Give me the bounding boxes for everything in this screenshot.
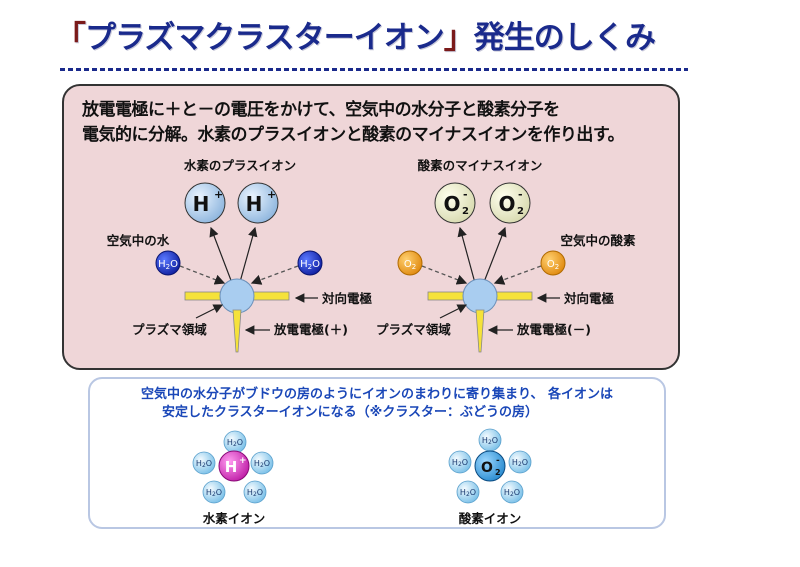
oxygen-ion-2: O 2 - — [489, 182, 531, 224]
svg-text:H2O: H2O — [460, 488, 476, 498]
svg-text:O: O — [443, 192, 460, 216]
discharge-electrode-label-left: 放電電極(＋) — [273, 322, 348, 337]
oxygen-ion-label: 酸素イオン — [459, 511, 522, 526]
counter-electrode-right-2 — [493, 291, 533, 301]
counter-electrode-left-2 — [427, 291, 467, 301]
mechanism-panel — [62, 84, 680, 370]
hydrogen-plus-ion-label: 水素のプラスイオン — [184, 158, 296, 173]
svg-text:H2O: H2O — [254, 459, 270, 469]
svg-text:-: - — [518, 188, 523, 201]
svg-text:H2O: H2O — [512, 458, 528, 468]
cluster-panel — [88, 377, 666, 529]
page-title: 「プラズマクラスターイオン」発生のしくみ — [55, 20, 656, 56]
oxygen-cluster-ion: H2O H2O H2O H2O H2O O 2 - — [448, 428, 532, 504]
title-underline — [60, 68, 688, 71]
svg-text:H2O: H2O — [504, 488, 520, 498]
svg-text:2: 2 — [462, 206, 469, 217]
plasma-region — [219, 278, 255, 314]
svg-text:H2O: H2O — [227, 438, 243, 448]
counter-electrode-label-right: 対向電極 — [563, 291, 615, 306]
air-oxygen-label: 空気中の酸素 — [560, 233, 636, 248]
counter-electrode-right — [250, 291, 290, 301]
hydrogen-ion-1: H + — [184, 182, 226, 224]
air-water-label: 空気中の水 — [107, 233, 170, 248]
svg-text:+: + — [239, 456, 247, 466]
counter-electrode-left — [184, 291, 224, 301]
svg-text:2: 2 — [495, 468, 501, 477]
svg-text:H2O: H2O — [452, 458, 468, 468]
svg-text:H2O: H2O — [482, 436, 498, 446]
cluster-caption-line-2: 安定したクラスターイオンになる（※クラスター：ぶどうの房） — [162, 404, 538, 420]
explanation-line-1: 放電電極に＋と－の電圧をかけて、空気中の水分子と酸素分子を — [82, 100, 560, 120]
water-molecule-right: H2O — [297, 250, 323, 276]
svg-text:-: - — [463, 188, 468, 201]
hydrogen-cluster-ion: H2O H2O H2O H2O H2O H + — [192, 430, 274, 504]
svg-text:H2O: H2O — [196, 459, 212, 469]
explanation-line-2: 電気的に分解。水素のプラスイオンと酸素のマイナスイオンを作り出す。 — [82, 125, 625, 145]
plasma-region-label-right: プラズマ領域 — [376, 322, 451, 337]
discharge-electrode-2 — [475, 309, 485, 353]
cluster-caption-line-1: 空気中の水分子がブドウの房のようにイオンのまわりに寄り集まり、 各イオンは — [141, 386, 613, 402]
oxygen-minus-ion-label: 酸素のマイナスイオン — [418, 158, 543, 173]
svg-text:H2O: H2O — [206, 488, 222, 498]
svg-text:2: 2 — [517, 206, 524, 217]
hydrogen-ion-label: 水素イオン — [203, 511, 266, 526]
oxygen-molecule-right: O2 — [540, 250, 566, 276]
svg-text:O: O — [498, 192, 515, 216]
hydrogen-ion-2: H + — [237, 182, 279, 224]
svg-text:H: H — [246, 192, 263, 216]
water-molecule-left: H2O — [155, 250, 181, 276]
left-diagram: 水素のプラスイオン H + H + 空気中の水 H2O H2O — [107, 158, 373, 353]
svg-text:-: - — [496, 456, 500, 466]
right-diagram: 酸素のマイナスイオン O 2 - O 2 - 空気中の酸素 O2 O2 — [376, 158, 636, 353]
svg-text:+: + — [214, 188, 223, 201]
plasma-region-label-left: プラズマ領域 — [132, 322, 207, 337]
plasma-region-2 — [462, 278, 498, 314]
svg-text:+: + — [267, 188, 276, 201]
svg-text:H2O: H2O — [300, 259, 320, 271]
svg-text:H: H — [193, 192, 210, 216]
svg-text:H2O: H2O — [247, 488, 263, 498]
discharge-electrode-label-right: 放電電極(－) — [516, 322, 591, 337]
svg-text:H2O: H2O — [158, 259, 178, 271]
oxygen-molecule-left: O2 — [397, 250, 423, 276]
discharge-electrode — [232, 309, 242, 353]
svg-text:H: H — [225, 458, 238, 476]
svg-text:O: O — [481, 460, 493, 476]
oxygen-ion-1: O 2 - — [434, 182, 476, 224]
counter-electrode-label-left: 対向電極 — [321, 291, 373, 306]
